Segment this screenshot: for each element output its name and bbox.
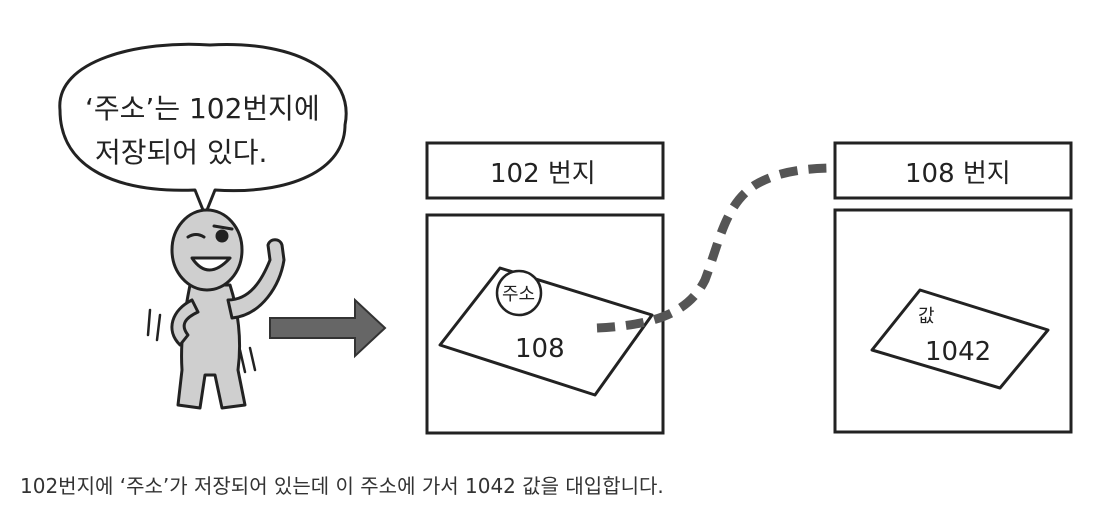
memory-box-102: 102 번지 주소 108 — [425, 141, 665, 435]
memory-box-108-header-frame — [833, 141, 1073, 200]
memory-box-102-header-frame — [425, 141, 665, 200]
memory-card-address-label: 주소 — [502, 284, 535, 305]
memory-card-value — [870, 288, 1050, 390]
memory-box-108-header: 108 번지 — [905, 159, 1011, 189]
caption: 102번지에 ‘주소’가 저장되어 있는데 이 주소에 가서 1042 값을 대… — [20, 474, 664, 498]
memory-card-value-number: 1042 — [925, 337, 991, 367]
speech-bubble-line1: ‘주소’는 102번지에 — [85, 92, 320, 125]
memory-card-address-value: 108 — [515, 334, 565, 364]
cartoon-character — [146, 208, 286, 410]
address-label-circle — [495, 269, 543, 317]
memory-card-value-label: 값 — [918, 306, 935, 327]
memory-box-102-header: 102 번지 — [490, 159, 596, 189]
speech-bubble: ‘주소’는 102번지에 저장되어 있다. — [58, 42, 348, 217]
arrow-right-icon — [269, 297, 387, 359]
speech-bubble-line2: 저장되어 있다. — [95, 136, 267, 169]
memory-card-address — [438, 266, 654, 397]
memory-box-108: 108 번지 값 1042 — [833, 141, 1073, 434]
